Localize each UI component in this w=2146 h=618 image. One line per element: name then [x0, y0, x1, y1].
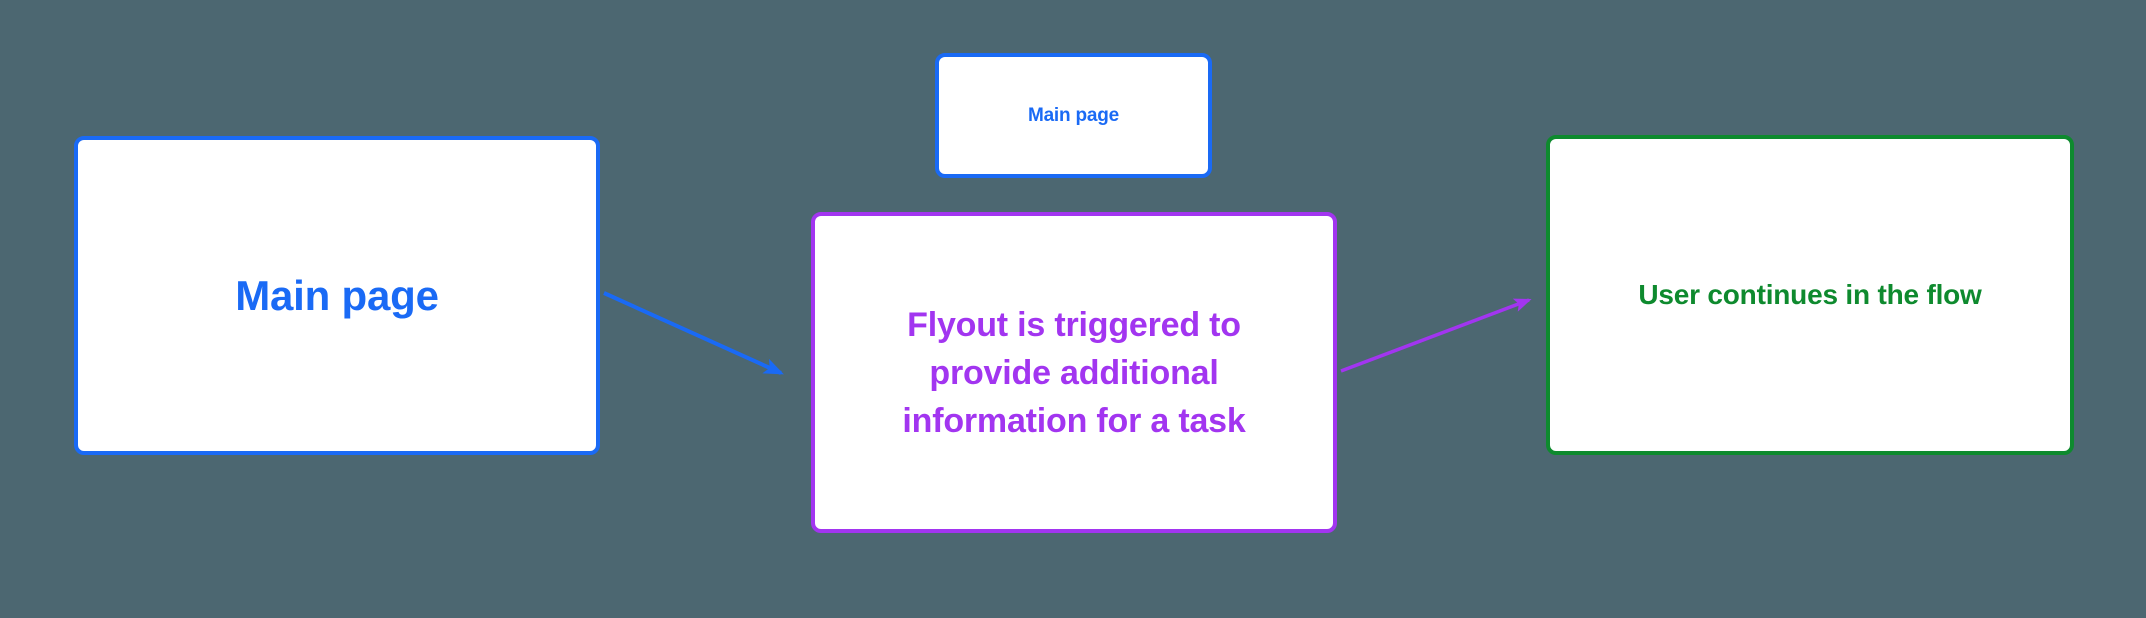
node-flyout[interactable]: Flyout is triggered to provide additiona…: [811, 212, 1337, 533]
node-main-page-small[interactable]: Main page: [935, 53, 1212, 178]
node-user-continues[interactable]: User continues in the flow: [1546, 135, 2074, 455]
arrow-main-page-to-flyout: [603, 291, 784, 375]
node-main-page-large-label: Main page: [235, 271, 439, 319]
node-main-page-small-label: Main page: [1027, 104, 1120, 126]
node-main-page-large[interactable]: Main page: [74, 136, 600, 455]
node-user-continues-label: User continues in the flow: [1638, 279, 1982, 310]
node-flyout-label: Flyout is triggered to provide additiona…: [902, 305, 1246, 440]
arrow-flyout-to-user-continues: [1340, 298, 1532, 373]
